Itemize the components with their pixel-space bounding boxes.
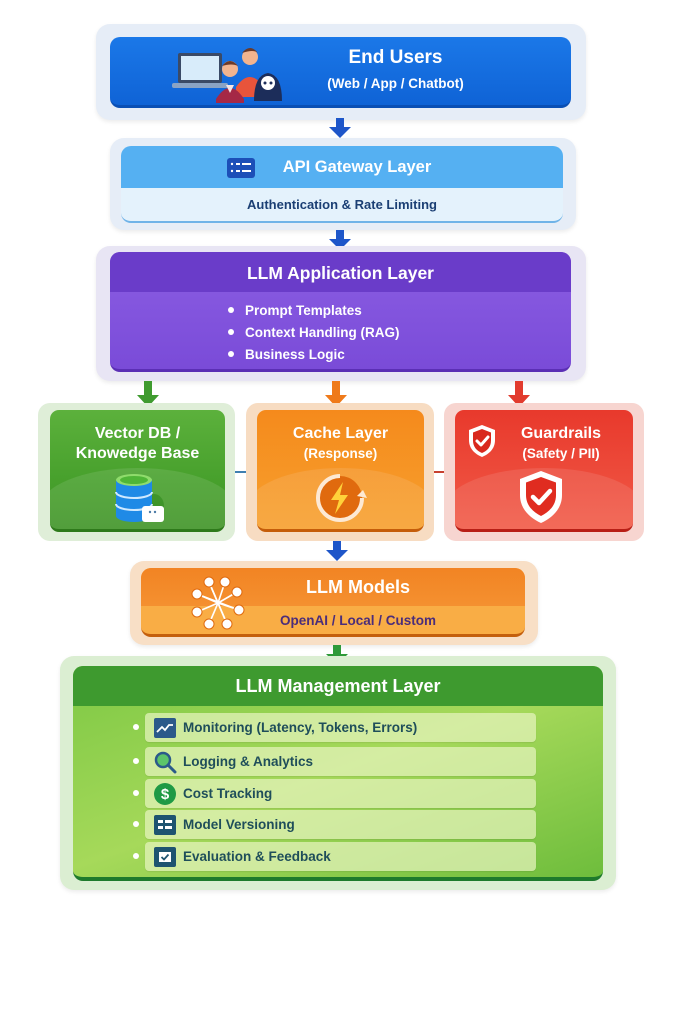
connector-line: [424, 471, 455, 473]
checkbox-icon: [153, 846, 177, 868]
api-gateway-box: API Gateway Layer Authentication & Rate …: [121, 146, 563, 223]
arrow-down-green-icon: [137, 381, 159, 407]
management-item-label: Logging & Analytics: [183, 754, 314, 769]
bullet-icon: [228, 307, 234, 313]
end-users-subtitle: (Web / App / Chatbot): [327, 76, 464, 91]
bullet-icon: [228, 329, 234, 335]
users-laptop-icon: [172, 48, 282, 103]
vector-db-title-line2: Knowedge Base: [75, 445, 200, 462]
management-item-versioning: Model Versioning: [145, 810, 536, 839]
application-layer-title: LLM Application Layer: [246, 263, 434, 283]
cache-layer-box: Cache Layer (Response): [257, 410, 424, 532]
shield-check-icon: [520, 471, 562, 523]
bullet-icon: [228, 351, 234, 357]
bullet-icon: [133, 724, 139, 730]
svg-text:$: $: [161, 786, 170, 803]
arrow-down-icon: [326, 541, 348, 561]
api-gateway-header: API Gateway Layer: [121, 146, 563, 188]
guardrails-box: Guardrails (Safety / PII): [455, 410, 633, 532]
end-users-title: End Users: [348, 47, 443, 68]
vector-db-title-line1: Vector DB /: [94, 425, 181, 442]
lightning-refresh-icon: [316, 474, 367, 522]
cache-layer-subtitle: (Response): [303, 446, 378, 461]
versions-icon: [153, 814, 177, 836]
management-layer-box: LLM Management Layer Monitoring (Latency…: [73, 666, 603, 881]
management-item-label: Model Versioning: [183, 817, 295, 832]
dollar-icon: $: [153, 782, 177, 805]
application-layer-box: LLM Application Layer Prompt Templates C…: [110, 252, 571, 372]
api-gateway-subtitle: Authentication & Rate Limiting: [247, 197, 437, 212]
management-item-label: Cost Tracking: [183, 786, 273, 801]
server-icon: [227, 158, 255, 178]
network-icon: [191, 576, 245, 630]
shield-check-icon: [469, 425, 495, 457]
vector-db-box: Vector DB / Knowedge Base: [50, 410, 225, 532]
magnifier-icon: [153, 751, 177, 773]
llm-models-subtitle: OpenAI / Local / Custom: [279, 613, 436, 628]
bullet-icon: [133, 790, 139, 796]
management-item-cost: $ Cost Tracking: [145, 779, 536, 808]
management-layer-header: LLM Management Layer: [73, 666, 603, 706]
list-item-label: Prompt Templates: [245, 302, 362, 318]
guardrails-title-text: Guardrails: [520, 425, 602, 442]
list-item: Context Handling (RAG): [228, 321, 400, 343]
management-layer-title: LLM Management Layer: [235, 676, 441, 696]
list-item-label: Business Logic: [245, 346, 345, 362]
connector-line: [225, 471, 257, 473]
end-users-box: End Users (Web / App / Chatbot): [110, 37, 571, 108]
database-icon: [115, 474, 164, 522]
bullet-icon: [133, 853, 139, 859]
arrow-down-icon: [329, 230, 351, 250]
chart-line-icon: [153, 717, 177, 739]
management-item-monitoring: Monitoring (Latency, Tokens, Errors): [145, 713, 536, 742]
arrow-down-icon: [329, 118, 351, 138]
llm-models-header: LLM Models: [141, 568, 525, 606]
arrow-down-green-icon: [326, 645, 348, 665]
bullet-icon: [133, 821, 139, 827]
list-item: Prompt Templates: [228, 299, 400, 321]
arrow-down-orange-icon: [325, 381, 347, 407]
cache-layer-title-text: Cache Layer: [292, 425, 389, 442]
list-item: Business Logic: [228, 343, 400, 365]
api-gateway-title: API Gateway Layer: [282, 158, 432, 176]
vector-db-title: Vector DB / Knowedge Base: [50, 424, 225, 464]
management-item-label: Monitoring (Latency, Tokens, Errors): [183, 720, 418, 735]
application-layer-list: Prompt Templates Context Handling (RAG) …: [228, 299, 400, 365]
application-layer-header: LLM Application Layer: [110, 252, 571, 292]
list-item-label: Context Handling (RAG): [245, 324, 400, 340]
guardrails-title: Guardrails (Safety / PII): [455, 424, 633, 464]
management-item-evaluation: Evaluation & Feedback: [145, 842, 536, 871]
bullet-icon: [133, 758, 139, 764]
cache-layer-title: Cache Layer (Response): [257, 424, 424, 464]
management-item-logging: Logging & Analytics: [145, 747, 536, 776]
management-item-label: Evaluation & Feedback: [183, 849, 331, 864]
llm-models-box: LLM Models OpenAI / Local / Custom: [141, 568, 525, 637]
guardrails-subtitle: (Safety / PII): [522, 446, 600, 461]
arrow-down-red-icon: [508, 381, 530, 407]
llm-models-title: LLM Models: [306, 577, 410, 597]
